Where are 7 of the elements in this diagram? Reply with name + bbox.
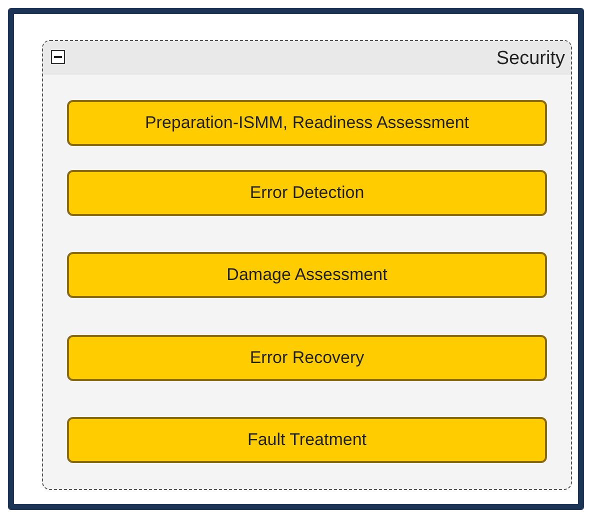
task-box: Error Detection: [67, 170, 547, 216]
group-title: Security: [496, 48, 565, 70]
task-box: Preparation-ISMM, Readiness Assessment: [67, 100, 547, 146]
task-box: Fault Treatment: [67, 417, 547, 463]
task-box: Damage Assessment: [67, 252, 547, 298]
group-container: [42, 40, 572, 490]
task-box: Error Recovery: [67, 335, 547, 381]
